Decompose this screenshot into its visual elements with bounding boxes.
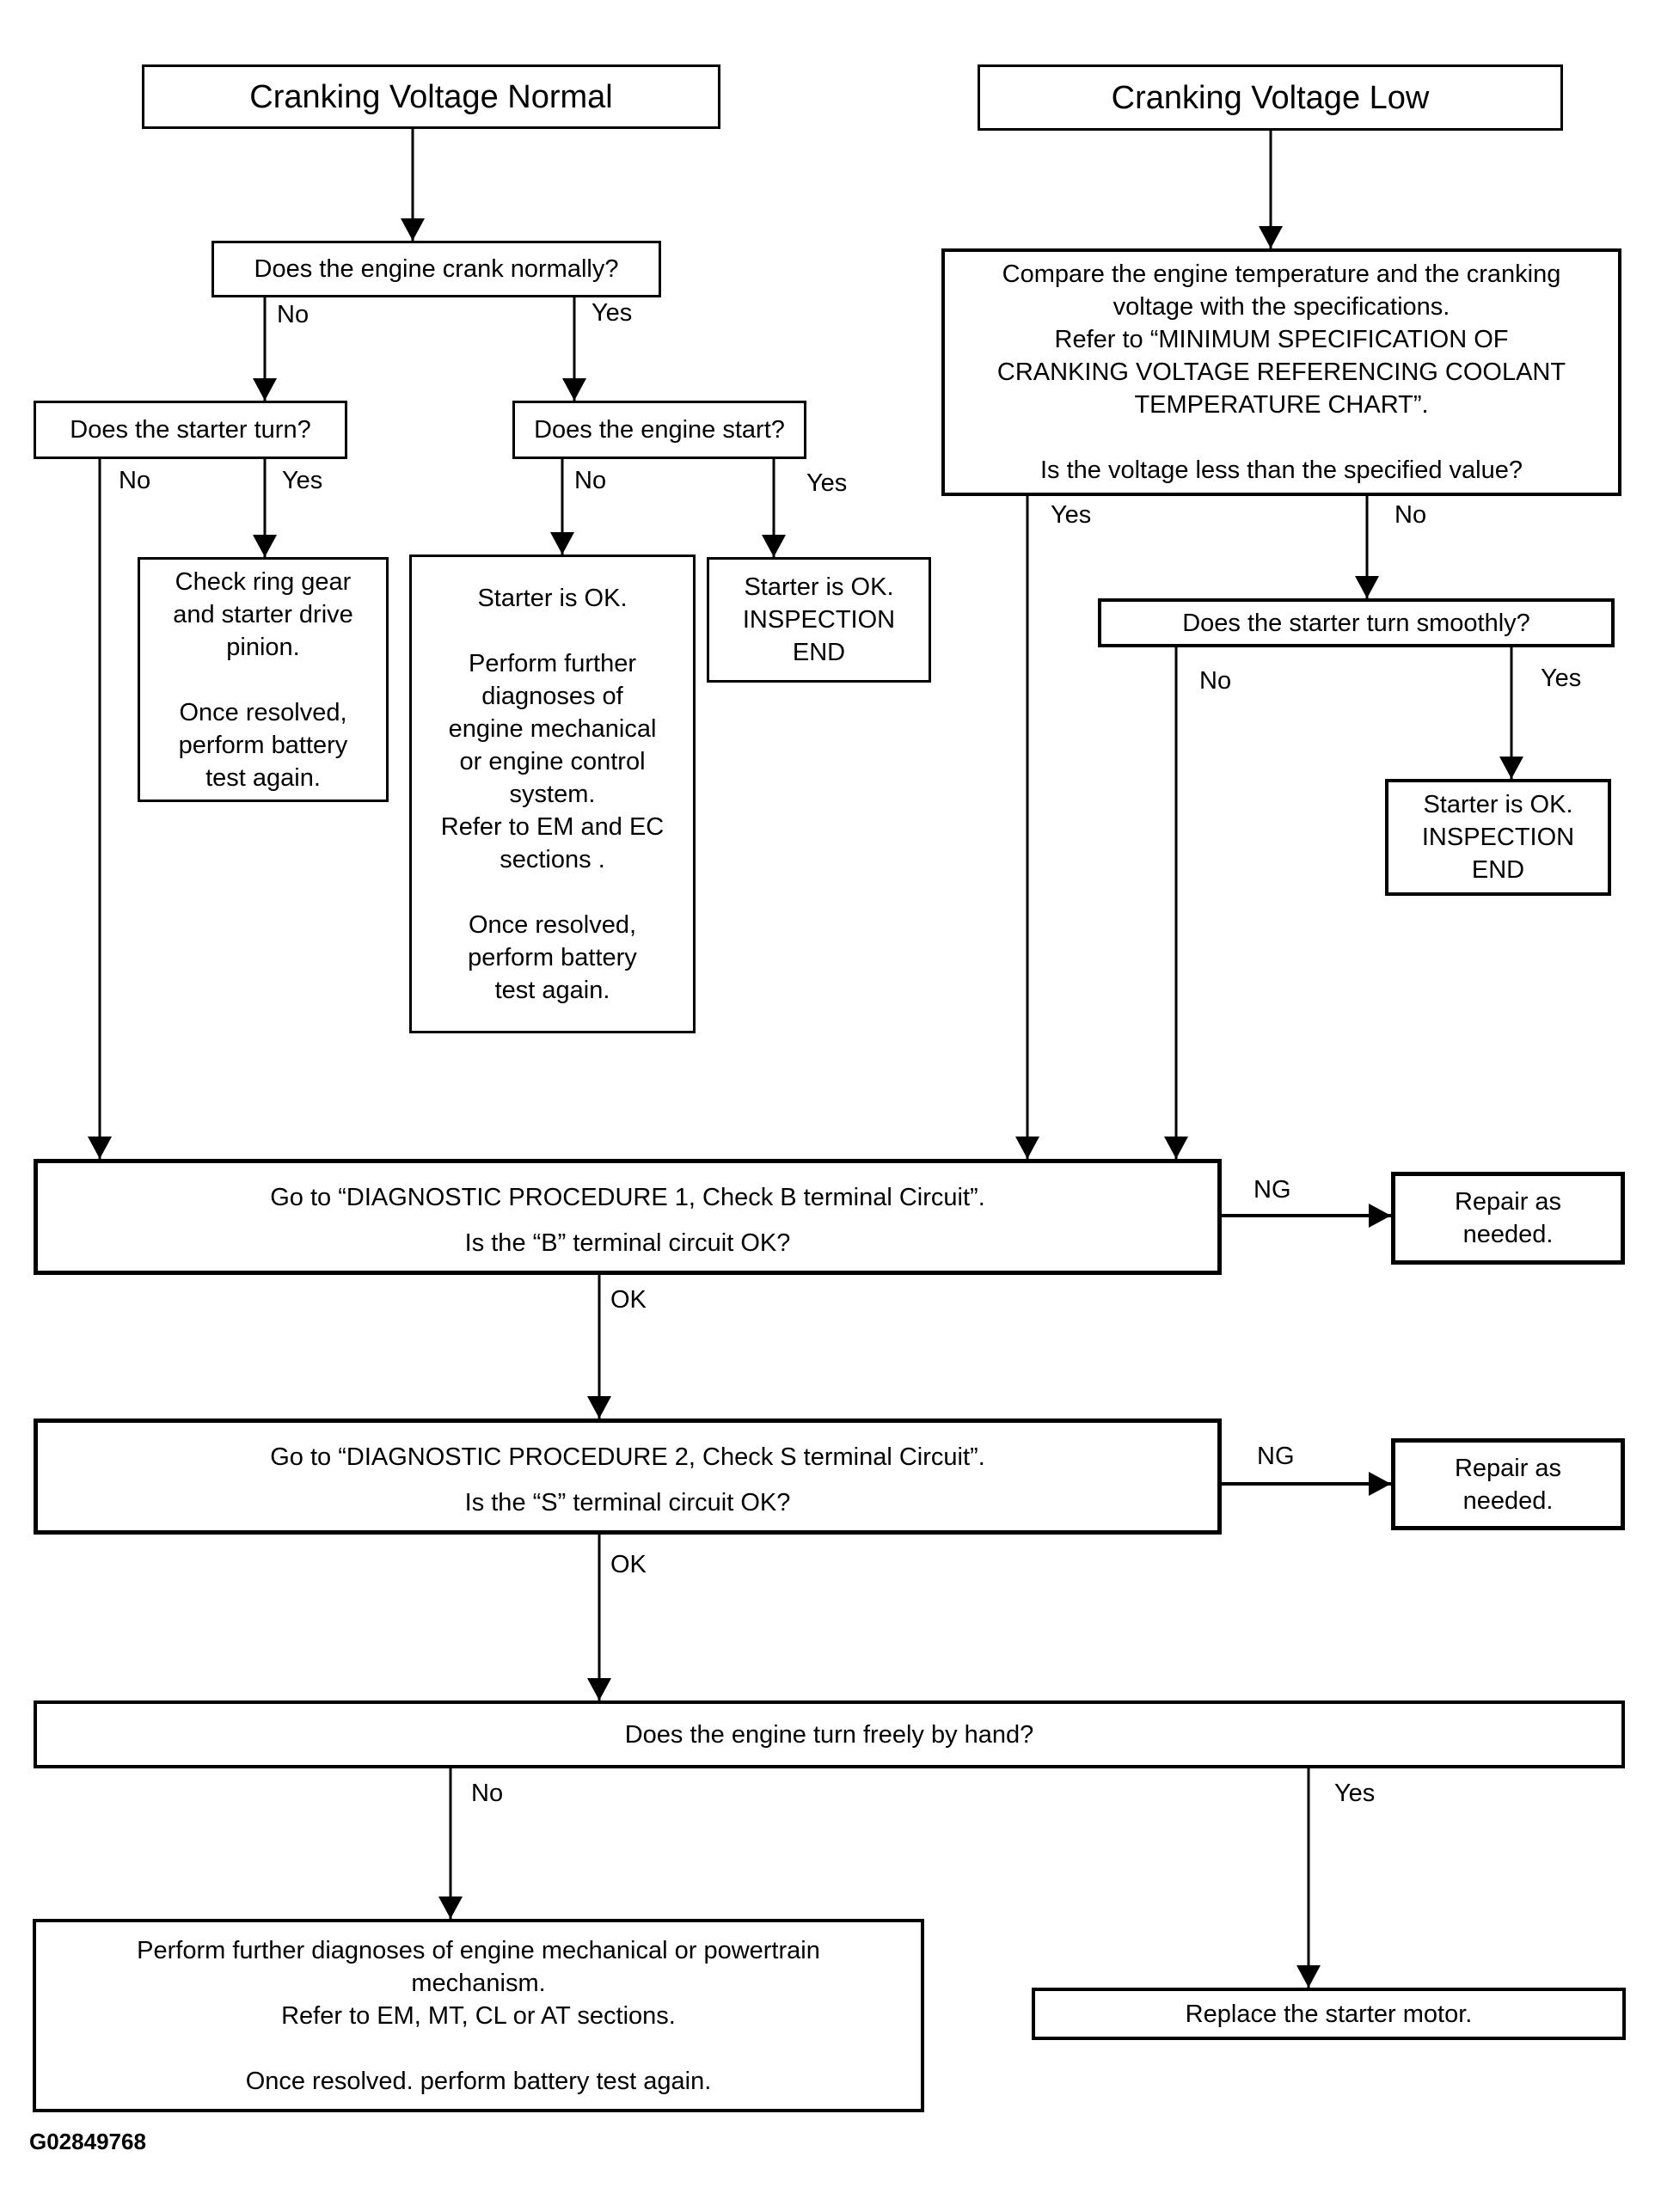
edge-label-q2-yes: Yes xyxy=(282,467,323,494)
edge-label-p2-ok: OK xyxy=(610,1551,647,1578)
step-2-question: Is the “S” terminal circuit OK? xyxy=(464,1489,791,1517)
header-cranking-voltage-low: Cranking Voltage Low xyxy=(978,64,1563,131)
action-replace-starter-motor: Replace the starter motor. xyxy=(1032,1988,1626,2040)
edge-label-q4-no: No xyxy=(1199,667,1232,695)
edge-label-q2-no: No xyxy=(119,467,151,494)
step-1-instruction: Go to “DIAGNOSTIC PROCEDURE 1, Check B t… xyxy=(270,1184,985,1211)
step-2-instruction: Go to “DIAGNOSTIC PROCEDURE 2, Check S t… xyxy=(270,1443,985,1471)
terminal-starter-ok-inspection-end-2: Starter is OK. INSPECTION END xyxy=(1385,779,1611,896)
step-1-question: Is the “B” terminal circuit OK? xyxy=(464,1229,791,1257)
edge-label-bb-yes: Yes xyxy=(1051,501,1092,529)
question-starter-turn-smoothly: Does the starter turn smoothly? xyxy=(1098,598,1615,647)
edge-label-p2-ng: NG xyxy=(1257,1443,1295,1470)
edge-label-q5-no: No xyxy=(471,1780,504,1807)
question-engine-start: Does the engine start? xyxy=(512,401,806,459)
question-engine-crank-normally: Does the engine crank normally? xyxy=(211,241,661,297)
edge-label-p1-ng: NG xyxy=(1254,1176,1291,1204)
action-compare-cranking-voltage-spec: Compare the engine temperature and the c… xyxy=(941,248,1621,496)
edge-label-q4-yes: Yes xyxy=(1541,665,1582,692)
header-cranking-voltage-normal: Cranking Voltage Normal xyxy=(142,64,720,129)
terminal-starter-ok-inspection-end-1: Starter is OK. INSPECTION END xyxy=(707,557,931,683)
action-repair-as-needed-2: Repair as needed. xyxy=(1391,1438,1625,1530)
action-repair-as-needed-1: Repair as needed. xyxy=(1391,1172,1625,1265)
step-diagnostic-procedure-2: Go to “DIAGNOSTIC PROCEDURE 2, Check S t… xyxy=(34,1418,1222,1535)
edge-label-bb-no: No xyxy=(1394,501,1427,529)
action-starter-ok-further-diagnoses: Starter is OK. Perform further diagnoses… xyxy=(409,555,696,1033)
edge-label-q3-yes: Yes xyxy=(806,469,848,497)
question-starter-turn: Does the starter turn? xyxy=(34,401,347,459)
figure-code: G02849768 xyxy=(29,2129,146,2154)
action-check-ring-gear: Check ring gear and starter drive pinion… xyxy=(138,557,389,802)
step-diagnostic-procedure-1: Go to “DIAGNOSTIC PROCEDURE 1, Check B t… xyxy=(34,1159,1222,1275)
question-engine-turn-freely: Does the engine turn freely by hand? xyxy=(34,1700,1625,1768)
action-further-diagnoses-powertrain: Perform further diagnoses of engine mech… xyxy=(33,1919,924,2112)
edge-label-q1-yes: Yes xyxy=(592,299,633,327)
edge-label-q1-no: No xyxy=(277,301,310,328)
edge-label-q3-no: No xyxy=(574,467,607,494)
edge-label-p1-ok: OK xyxy=(610,1286,647,1314)
edge-label-q5-yes: Yes xyxy=(1334,1780,1376,1807)
